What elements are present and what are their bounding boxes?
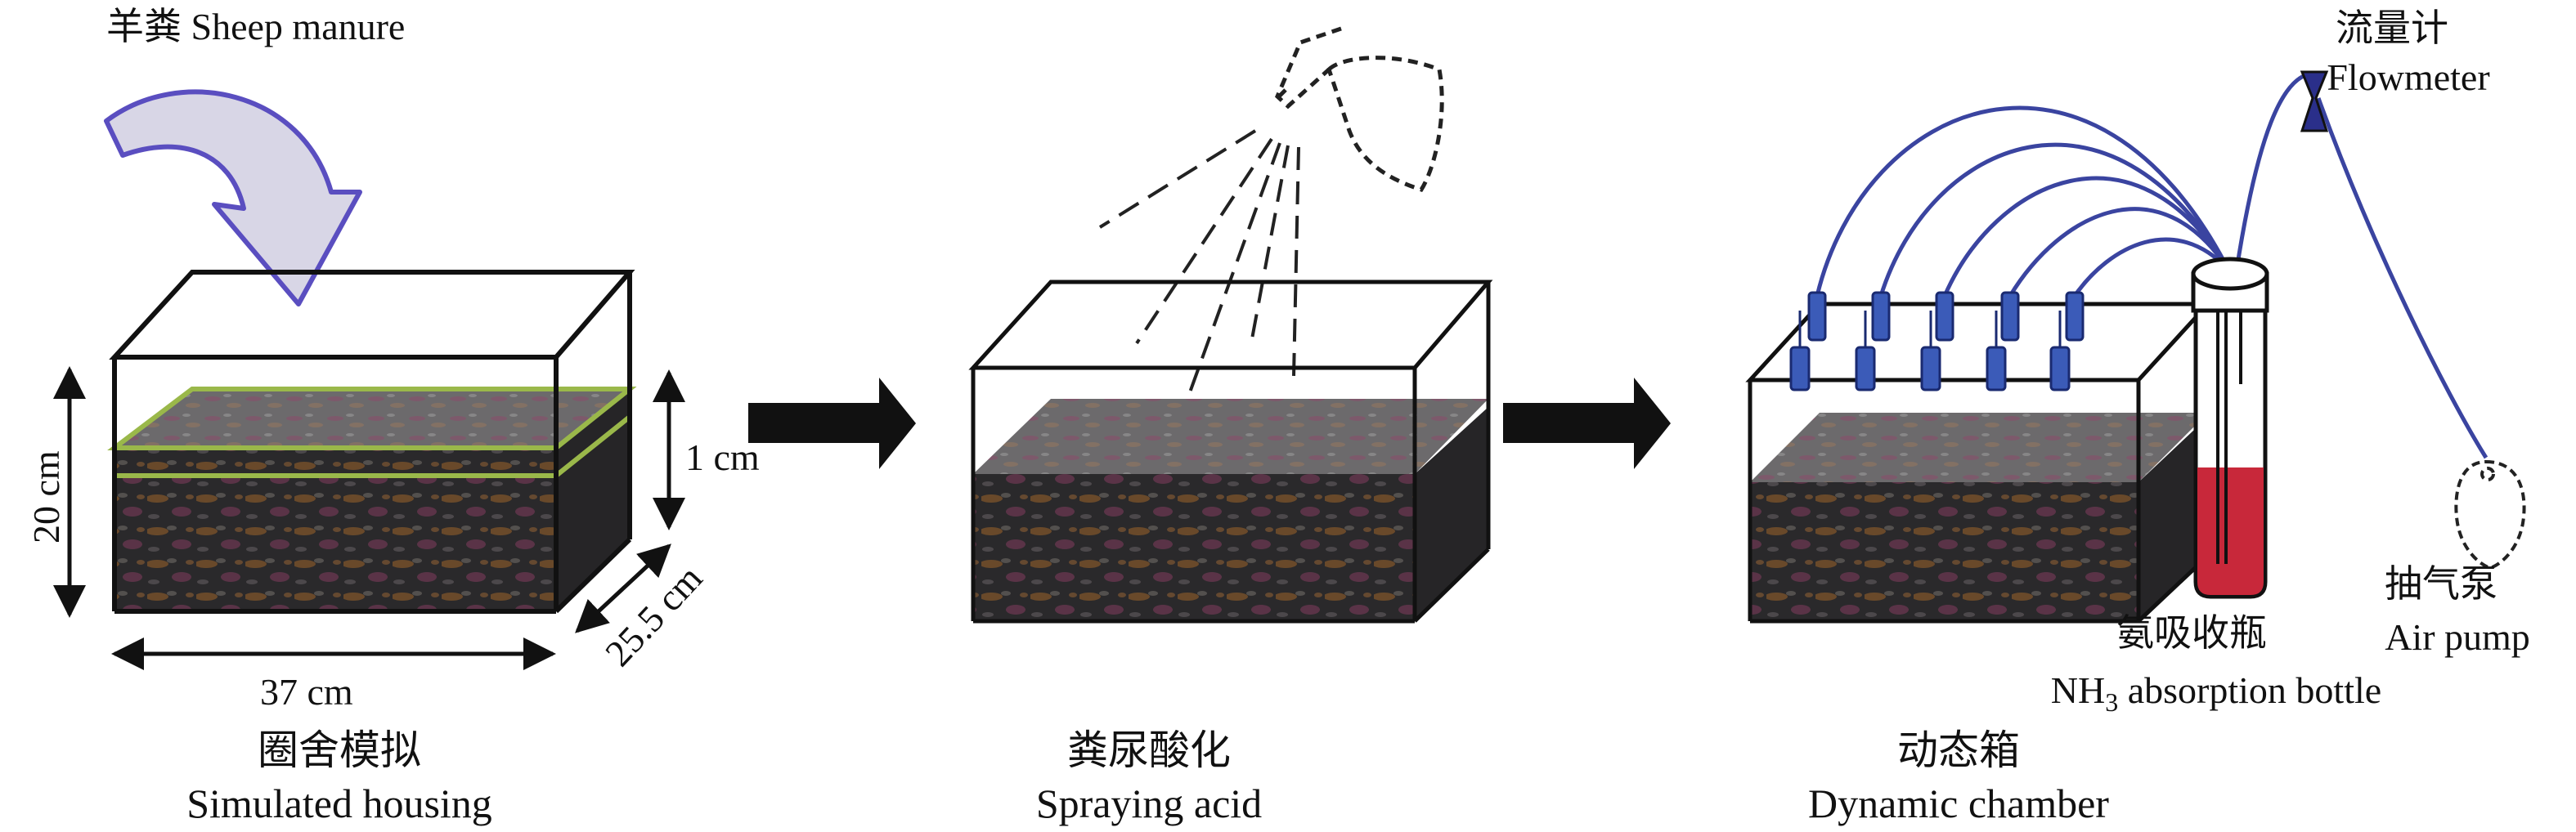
flowmeter-label-en: Flowmeter [2327, 56, 2489, 98]
panel-dynamic-chamber: 流量计 Flowmeter 抽气泵 Air pump 氨吸收瓶 NH3 abso… [1745, 7, 2530, 826]
sheep-manure-label: 羊粪 Sheep manure [106, 6, 405, 47]
housing-caption-en: Simulated housing [186, 781, 492, 826]
process-arrow-2 [1503, 378, 1671, 469]
acid-caption-cn: 粪尿酸化 [1067, 727, 1231, 773]
panel-spraying-acid: 粪尿酸化 Spraying acid [968, 26, 1493, 826]
chamber-caption-en: Dynamic chamber [1808, 781, 2109, 826]
absorption-bottle-icon [2191, 257, 2269, 599]
air-tubes [1815, 71, 2488, 459]
depth-dimension-label: 25.5 cm [597, 557, 711, 673]
bottle-label-en: NH3 absorption bottle [2051, 669, 2381, 717]
flowmeter-label-cn: 流量计 [2336, 7, 2448, 49]
dynamic-chamber-box [1745, 302, 2213, 624]
air-pump-label-en: Air pump [2385, 616, 2530, 658]
bottle-label-cn: 氨吸收瓶 [2116, 612, 2267, 654]
chamber-caption-cn: 动态箱 [1897, 727, 2020, 773]
air-pump-label-cn: 抽气泵 [2385, 563, 2497, 605]
height-dimension-label: 20 cm [25, 450, 67, 543]
spray-bottle-icon [1274, 26, 1444, 192]
width-dimension-label: 37 cm [260, 671, 353, 713]
housing-box [107, 270, 637, 614]
panel-simulated-housing: 羊粪 Sheep manure 20 cm 1 cm 37 cm [25, 6, 760, 826]
acid-spray-lines [1098, 129, 1300, 393]
layer-dimension-label: 1 cm [685, 436, 760, 478]
housing-caption-cn: 圈舍模拟 [258, 727, 421, 773]
manure-input-arrow [104, 89, 362, 306]
process-arrow-1 [748, 378, 916, 469]
air-pump-icon [2454, 459, 2526, 570]
chamber-ports [1789, 291, 2085, 391]
acidified-box [968, 280, 1493, 624]
flowmeter-icon [2300, 70, 2329, 132]
depth-dimension-line [575, 543, 671, 633]
acid-caption-en: Spraying acid [1036, 781, 1262, 826]
